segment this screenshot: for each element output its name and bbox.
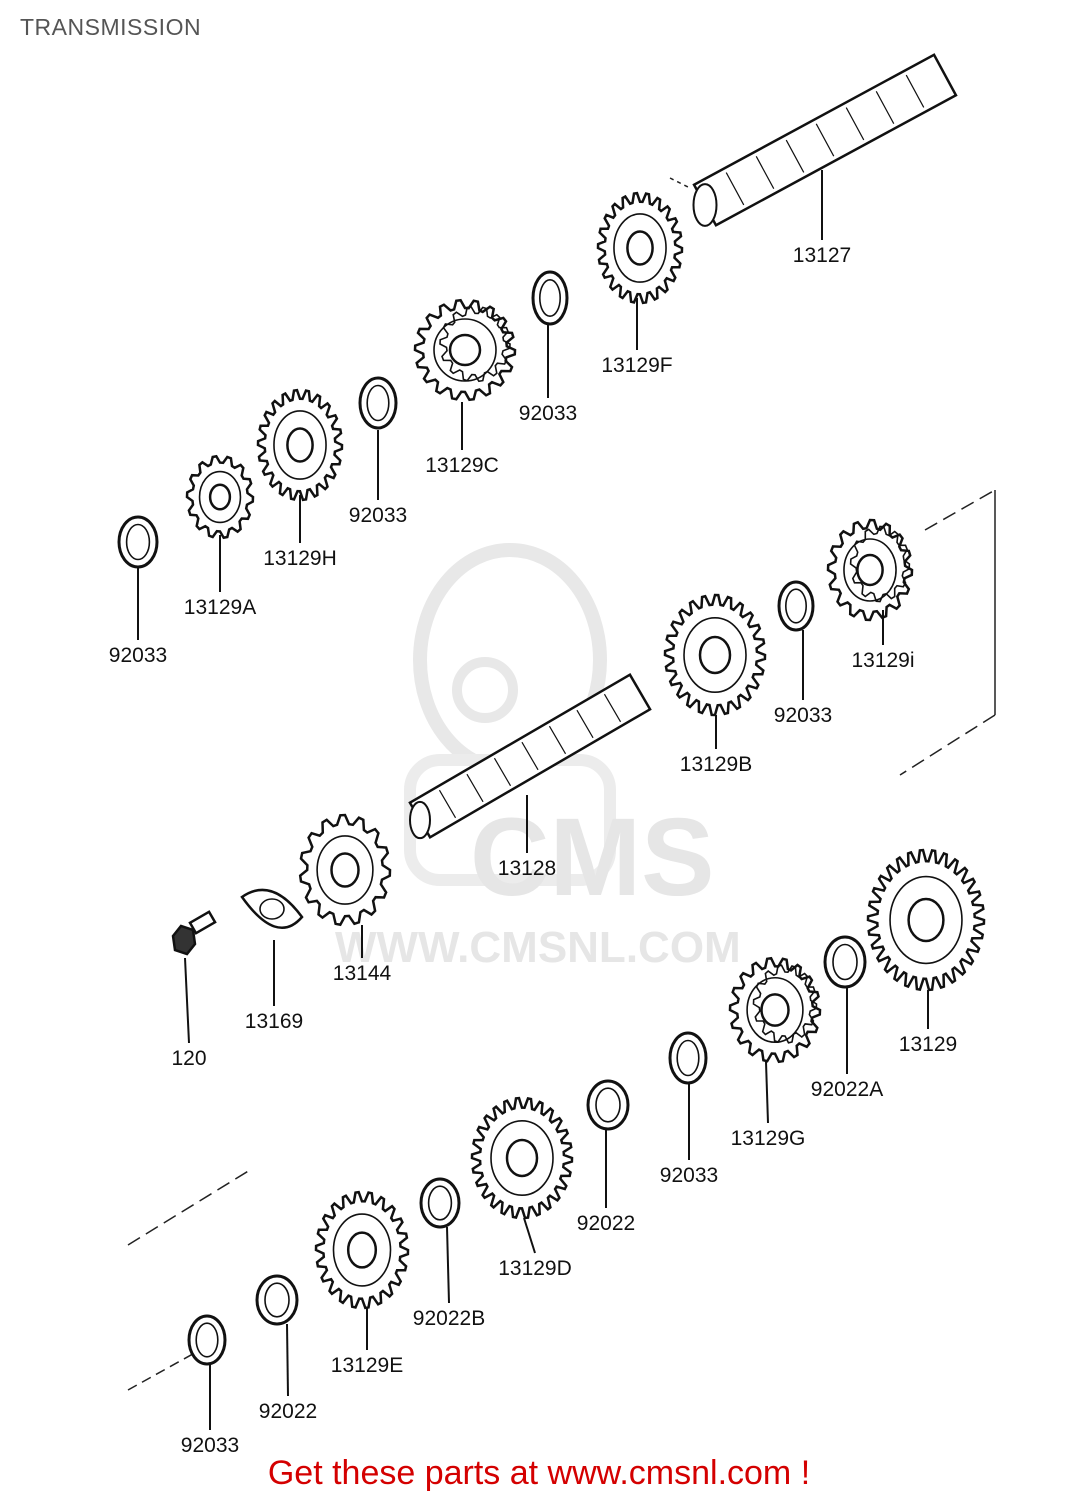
leader-line [523, 1217, 536, 1254]
part-washer-shape [823, 935, 867, 989]
part-circlip-shape [358, 376, 398, 430]
part-washer-shape [255, 1274, 299, 1326]
part-gear-shape [413, 298, 517, 402]
part-plate-shape [240, 888, 304, 929]
leader-line [765, 1061, 769, 1124]
part-gear-shape [596, 191, 684, 305]
part-number-label[interactable]: 13127 [793, 244, 851, 267]
part-shaft-shape [408, 673, 652, 840]
part-number-label[interactable]: 92022A [811, 1078, 883, 1101]
part-number-label[interactable]: 92033 [519, 402, 577, 425]
part-number-label[interactable]: 13129H [263, 547, 337, 570]
part-gear-shape [728, 956, 822, 1064]
footer-link[interactable]: Get these parts at www.cmsnl.com ! [267, 1454, 811, 1492]
part-number-label[interactable]: 92022 [259, 1400, 317, 1423]
part-number-label[interactable]: 13129B [680, 753, 752, 776]
part-circlip-shape [777, 580, 815, 632]
part-gear-shape [314, 1190, 410, 1310]
part-number-label[interactable]: 13129 [899, 1033, 957, 1056]
part-gear-shape [866, 848, 986, 992]
watermark: CMS WWW.CMSNL.COM [335, 543, 741, 972]
part-number-label[interactable]: 13129i [851, 649, 914, 672]
part-circlip-shape [531, 270, 569, 326]
part-circlip-shape [117, 515, 159, 569]
part-gear-shape [826, 518, 914, 622]
part-number-label[interactable]: 92033 [181, 1434, 239, 1457]
part-number-label[interactable]: 120 [171, 1047, 206, 1070]
page-title: TRANSMISSION [20, 14, 202, 40]
leader-line [286, 1323, 289, 1397]
part-number-label[interactable]: 92022 [577, 1212, 635, 1235]
part-number-label[interactable]: 92033 [660, 1164, 718, 1187]
part-washer-shape [419, 1177, 461, 1229]
part-gear-shape [256, 388, 344, 502]
leader-line [184, 957, 190, 1044]
part-number-label[interactable]: 13129F [601, 354, 672, 377]
guide-lines [127, 177, 996, 1391]
part-circlip-shape [187, 1314, 227, 1366]
part-number-label[interactable]: 13169 [245, 1010, 303, 1033]
part-number-label[interactable]: 92033 [349, 504, 407, 527]
part-sprocket-shape [298, 813, 392, 927]
part-washer-shape [586, 1079, 630, 1131]
part-number-label[interactable]: 13128 [498, 857, 556, 880]
part-gear-shape [663, 593, 767, 717]
part-number-label[interactable]: 92033 [109, 644, 167, 667]
watermark-url: WWW.CMSNL.COM [335, 923, 741, 972]
leader-line [446, 1226, 450, 1304]
part-gear-shape [470, 1096, 574, 1220]
part-number-label[interactable]: 13144 [333, 962, 392, 985]
part-number-label[interactable]: 92033 [774, 704, 832, 727]
part-circlip-shape [668, 1031, 708, 1085]
part-number-label[interactable]: 13129E [331, 1354, 403, 1377]
part-shaft-shape [692, 53, 958, 227]
part-number-label[interactable]: 92022B [413, 1307, 485, 1330]
watermark-brand: CMS [470, 796, 714, 919]
part-number-label[interactable]: 13129D [498, 1257, 572, 1280]
part-number-label[interactable]: 13129A [184, 596, 256, 619]
part-bolt-shape [171, 910, 217, 956]
part-gear-shape [185, 454, 255, 540]
part-number-label[interactable]: 13129G [731, 1127, 806, 1150]
part-number-label[interactable]: 13129C [425, 454, 499, 477]
